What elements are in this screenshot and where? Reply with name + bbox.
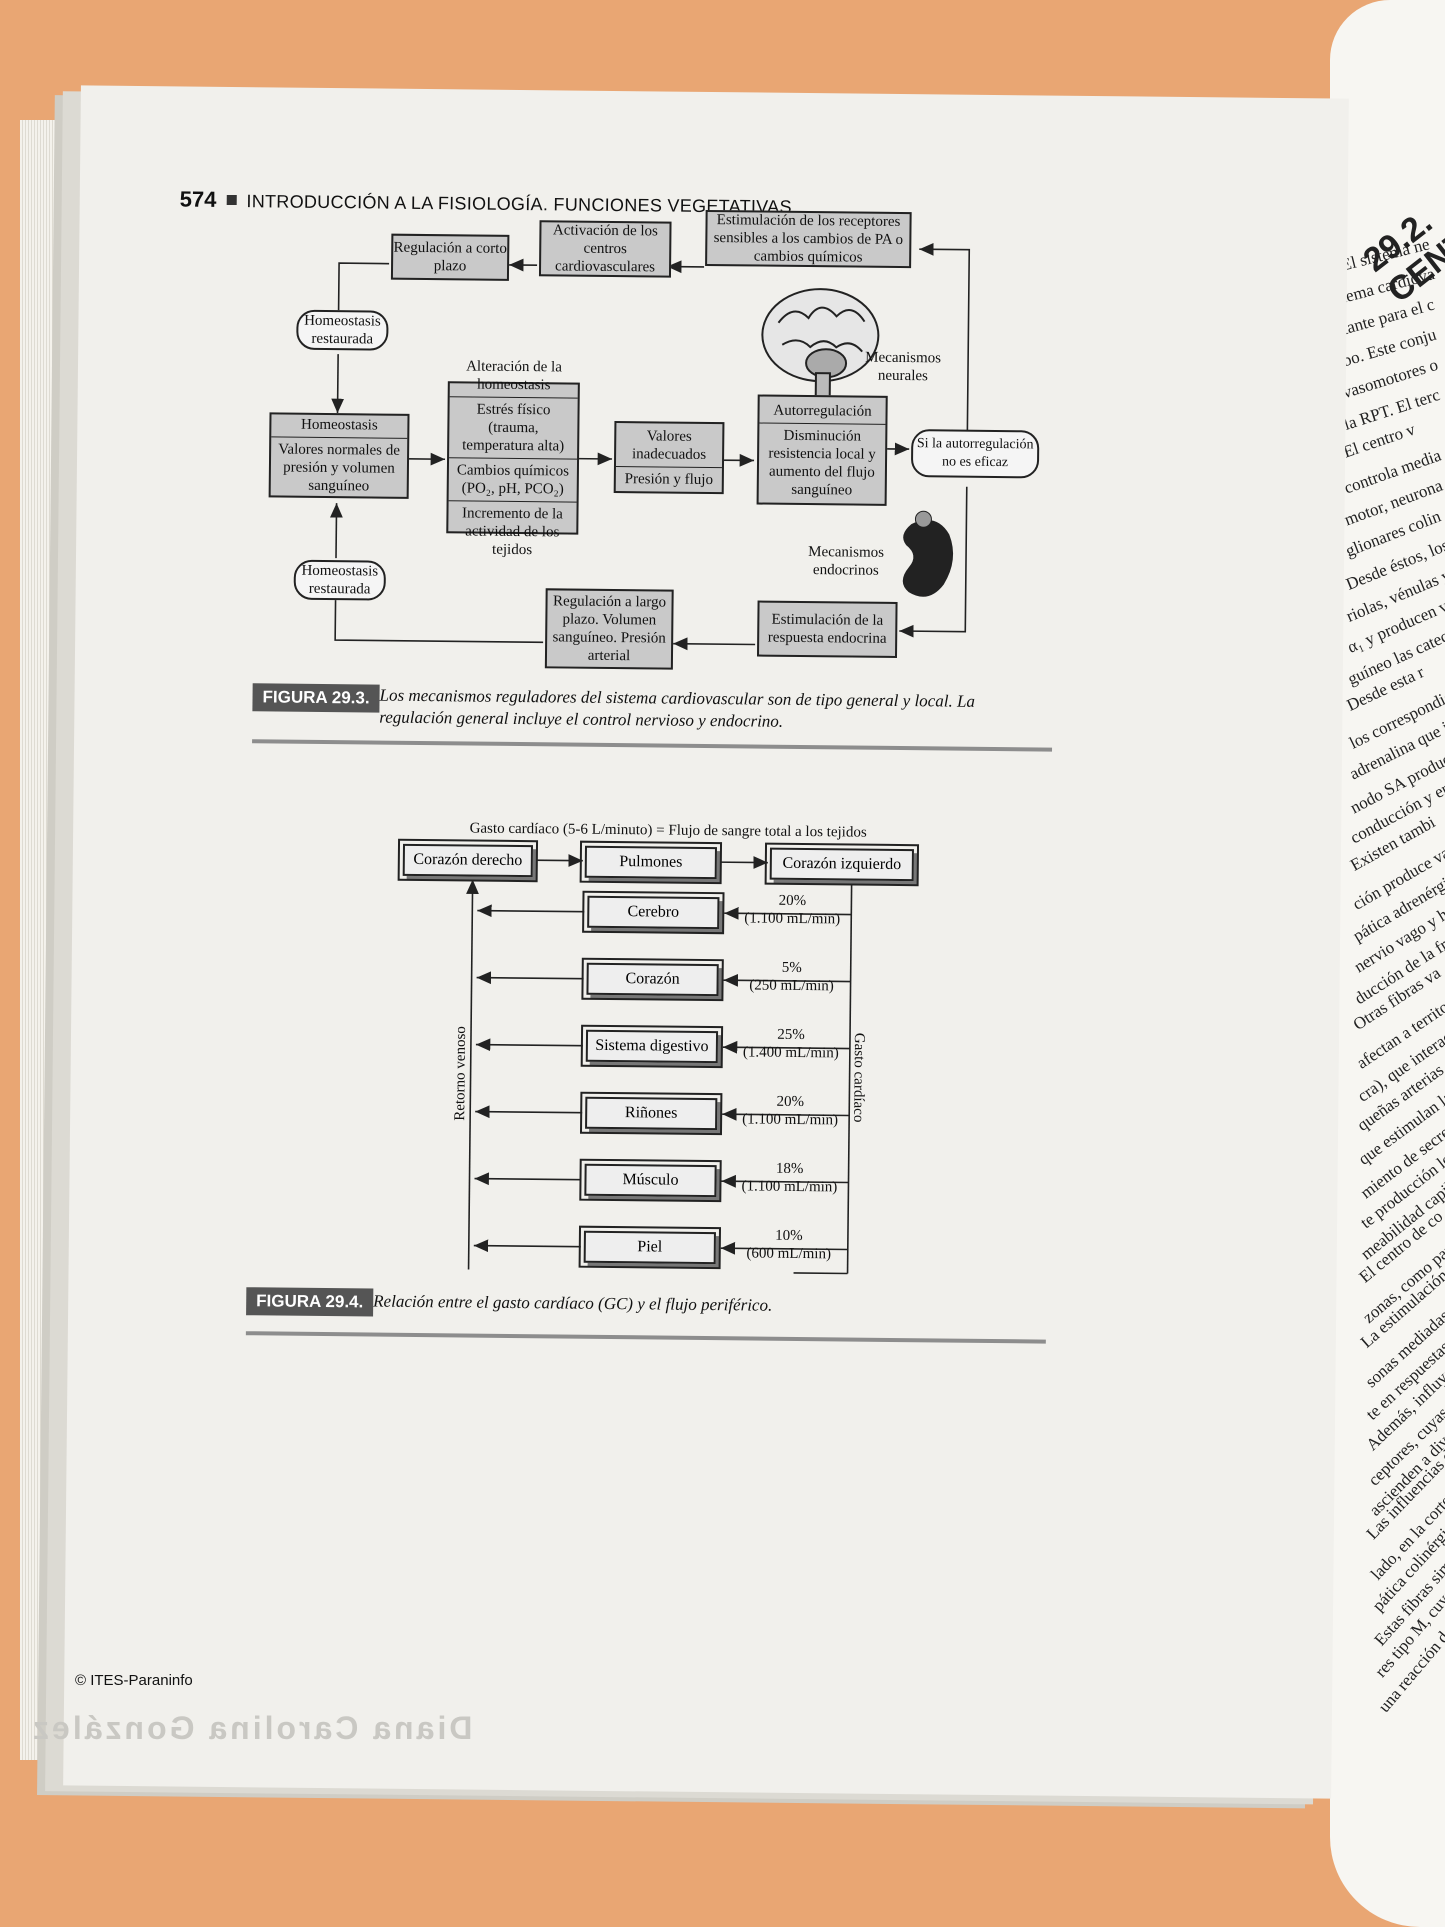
organ-flow: (1.100 mL/min) (742, 1111, 839, 1129)
organ-box: Piel (578, 1225, 721, 1270)
arterial-flow-arrow (720, 1241, 848, 1255)
venous-return-arrow (477, 904, 585, 918)
corazon-derecho-box: Corazón derecho (397, 838, 539, 883)
organ-percent: 10% (775, 1227, 803, 1245)
gasto-cardiaco-side-label: Gasto cardíaco (850, 1032, 868, 1123)
venous-return-arrow (475, 1105, 583, 1119)
organ-flow-label: 25%(1.400 mL/min) (731, 1025, 851, 1062)
pulmones-box: Pulmones (579, 840, 723, 885)
organ-flow-label: 10%(600 mL/min) (729, 1226, 849, 1263)
organ-percent: 20% (778, 892, 807, 910)
venous-return-arrow (475, 1038, 583, 1052)
organ-box: Sistema digestivo (580, 1024, 724, 1069)
estimulacion-endocrina-box: Estimulación de la respuesta endocrina (756, 600, 898, 658)
retorno-venoso-label: Retorno venoso (452, 1026, 470, 1121)
figure-29-3-tag: FIGURA 29.3. (252, 683, 380, 713)
venous-return-arrow (476, 971, 584, 985)
organ-percent: 25% (777, 1026, 805, 1044)
arterial-flow-arrow (722, 1040, 850, 1054)
organ-box: Riñones (580, 1091, 723, 1136)
mecanismos-endocrinos-label: Mecanismos endocrinos (808, 544, 885, 579)
organ-percent: 18% (775, 1160, 804, 1178)
kidney-icon (902, 510, 954, 597)
figure-29-4-tag: FIGURA 29.4. (246, 1287, 374, 1317)
figure-29-3-caption: Los mecanismos reguladores del sistema c… (379, 685, 1119, 737)
arterial-flow-arrow (724, 906, 852, 920)
organ-box: Cerebro (582, 890, 725, 935)
homeostasis-restaurada-bottom: Homeostasis restaurada (293, 559, 386, 601)
diagram-connectors (330, 242, 971, 1275)
organ-flow-label: 20%(1.100 mL/min) (730, 1092, 850, 1129)
venous-return-arrow (473, 1239, 581, 1253)
organ-percent: 20% (776, 1093, 805, 1111)
organ-flow: (1.400 mL/min) (742, 1044, 839, 1062)
reg-largo-plazo-box: Regulación a largo plazo. Volumen sanguí… (544, 588, 674, 670)
venous-return-arrow (474, 1172, 582, 1186)
organ-box: Corazón (581, 957, 724, 1002)
organ-flow-label: 5%(250 mL/min) (731, 958, 851, 995)
organ-box: Músculo (579, 1158, 722, 1203)
organ-flow-label: 18%(1.100 mL/min) (729, 1159, 849, 1196)
organ-flow: (1.100 mL/min) (744, 910, 841, 928)
organ-flow: (1.100 mL/min) (741, 1178, 838, 1196)
organ-flow: (600 mL/min) (746, 1245, 832, 1263)
brain-icon (761, 288, 880, 415)
organ-flow-label: 20%(1.100 mL/min) (732, 891, 852, 928)
handwritten-signature: Diana Carolina González (30, 1710, 473, 1746)
arterial-flow-arrow (723, 973, 851, 987)
organ-percent: 5% (781, 959, 802, 977)
corazon-izquierdo-box: Corazón izquierdo (764, 842, 919, 887)
arterial-flow-arrow (722, 1107, 850, 1121)
organ-flow: (250 mL/min) (749, 977, 834, 995)
copyright: © ITES-Paraninfo (75, 1672, 193, 1689)
arterial-flow-arrow (721, 1174, 849, 1188)
